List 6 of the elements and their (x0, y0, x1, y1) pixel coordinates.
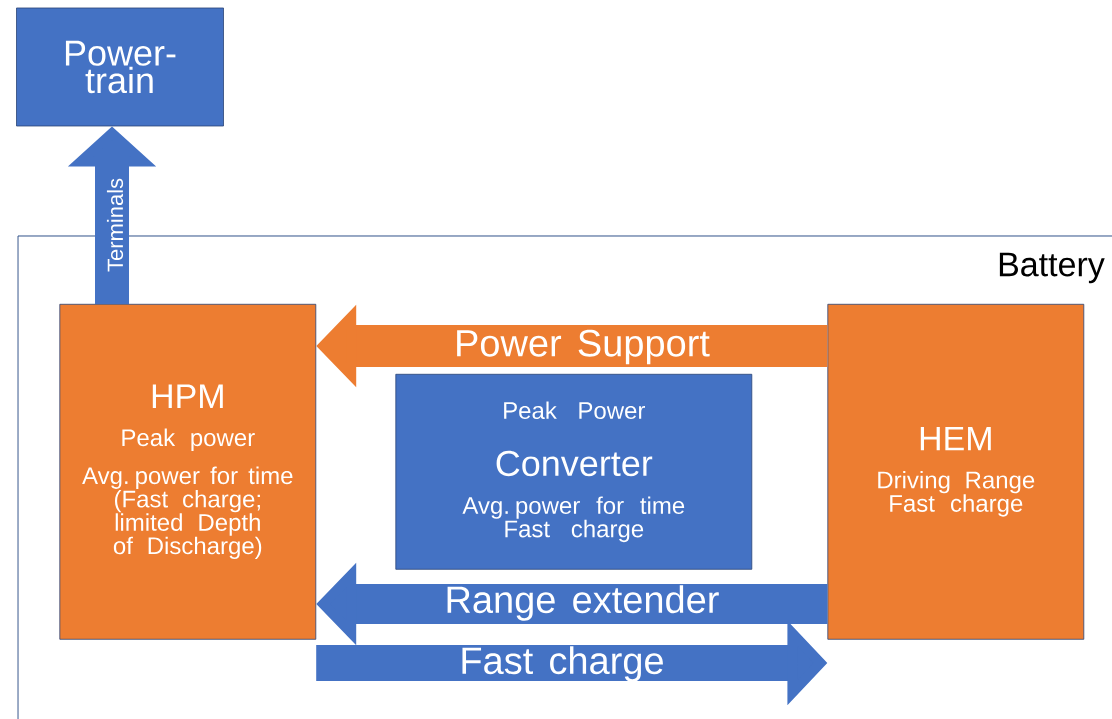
module-box: HEM Driving Range Fast charge (827, 303, 1085, 640)
edge-label: Range extender (447, 585, 719, 621)
process-box: Peak Power Converter Avg. power for time Fast charge (395, 373, 753, 570)
edge-label: Power Support (457, 329, 710, 365)
module-box: HPM Peak power Avg. power for time (Fast charge; limited Depth of Discharge) (59, 303, 317, 640)
edge-label: Fast charge (462, 646, 663, 682)
